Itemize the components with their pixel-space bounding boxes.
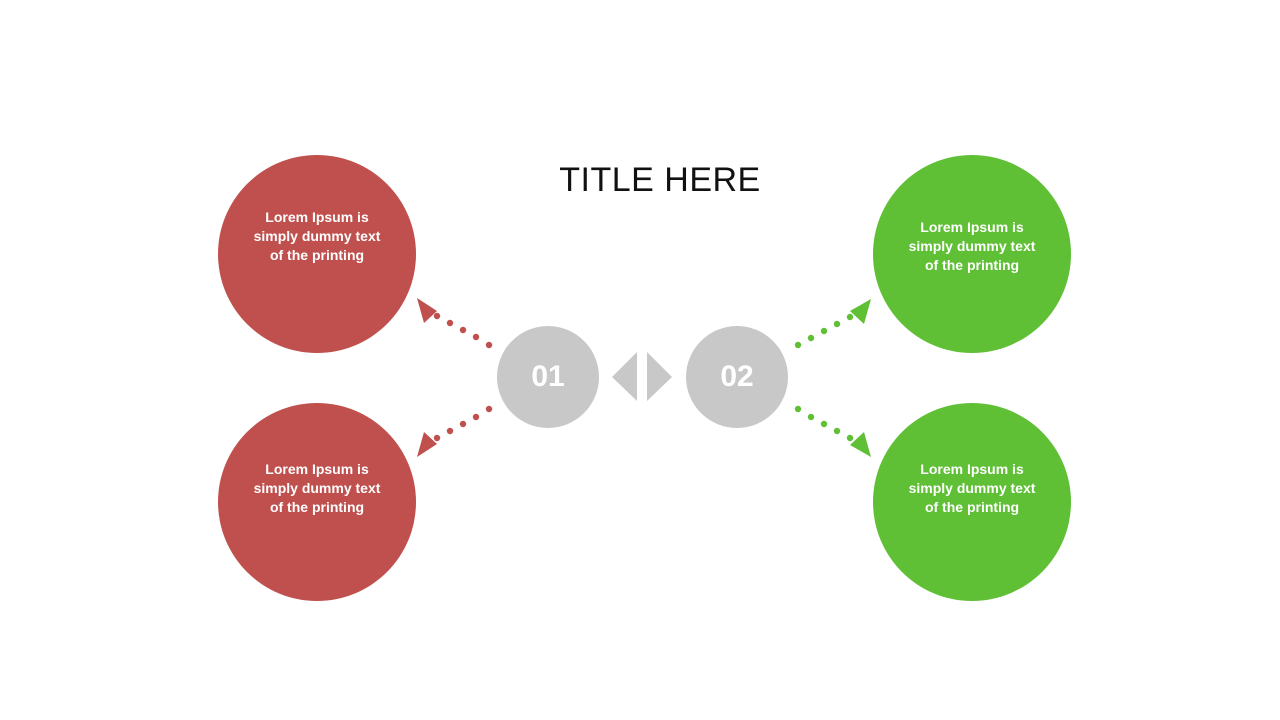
connector-top-left xyxy=(417,298,493,349)
arrowhead-top-left xyxy=(417,298,437,323)
arrowhead-bottom-right xyxy=(850,432,871,457)
bubble-bottom-right-text: Lorem Ipsum is simply dummy text of the … xyxy=(908,461,1036,515)
bubble-top-right: Lorem Ipsum is simply dummy text of the … xyxy=(873,155,1071,353)
hub-01: 01 xyxy=(497,326,599,428)
hub-02-label: 02 xyxy=(720,360,754,393)
arrowhead-top-right xyxy=(850,299,871,324)
slide-title: TITLE HERE xyxy=(559,161,761,199)
connector-bottom-right xyxy=(794,405,871,457)
center-arrow-right xyxy=(647,352,672,401)
hub-02: 02 xyxy=(686,326,788,428)
bubble-top-left-text: Lorem Ipsum is simply dummy text of the … xyxy=(253,209,381,263)
bubble-top-right-text: Lorem Ipsum is simply dummy text of the … xyxy=(908,219,1036,273)
connector-bottom-left xyxy=(417,405,493,457)
bubble-bottom-left: Lorem Ipsum is simply dummy text of the … xyxy=(218,403,416,601)
hub-01-label: 01 xyxy=(531,360,565,393)
bubble-top-left: Lorem Ipsum is simply dummy text of the … xyxy=(218,155,416,353)
center-arrow-left xyxy=(612,352,637,401)
arrowhead-bottom-left xyxy=(417,432,437,457)
bubble-bottom-left-text: Lorem Ipsum is simply dummy text of the … xyxy=(253,461,381,515)
bubble-bottom-right: Lorem Ipsum is simply dummy text of the … xyxy=(873,403,1071,601)
connector-top-right xyxy=(794,299,871,349)
